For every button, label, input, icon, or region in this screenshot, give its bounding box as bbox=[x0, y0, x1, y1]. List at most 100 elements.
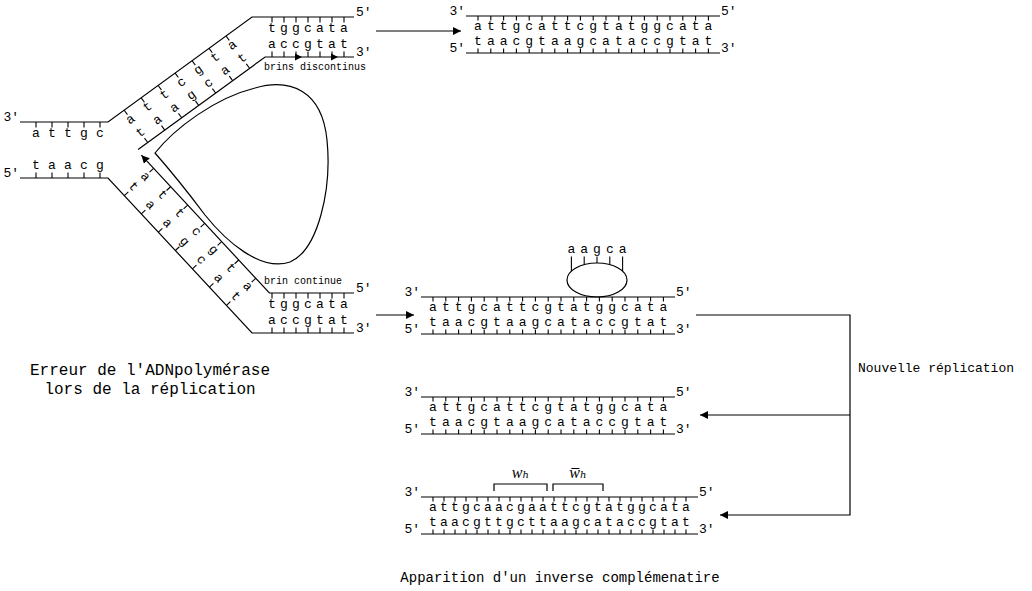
process-label: Nouvelle réplication bbox=[858, 361, 1014, 376]
base-tick bbox=[637, 430, 638, 435]
base-tick bbox=[618, 49, 619, 54]
base-tick bbox=[458, 330, 459, 335]
base-tick bbox=[445, 330, 446, 335]
base-tick bbox=[695, 49, 696, 54]
base-tick bbox=[484, 430, 485, 435]
base-tick bbox=[35, 173, 36, 179]
base-sequence: taacgttgcttaagcataccgtat bbox=[429, 516, 693, 530]
base-sequence: accgtat bbox=[268, 38, 352, 52]
base-tick bbox=[454, 530, 455, 535]
base-tick bbox=[271, 328, 272, 334]
base-sequence: attcgta bbox=[137, 169, 266, 307]
base-tick bbox=[619, 530, 620, 535]
base-tick bbox=[685, 530, 686, 535]
base-tick bbox=[560, 330, 561, 335]
base-tick bbox=[586, 330, 587, 335]
base-tick bbox=[573, 430, 574, 435]
base-tick bbox=[612, 430, 613, 435]
base-tick bbox=[195, 101, 198, 105]
base-tick bbox=[657, 49, 658, 54]
base-tick bbox=[535, 330, 536, 335]
base-tick bbox=[663, 530, 664, 535]
strand-end: 5' bbox=[356, 6, 372, 20]
base-sequence: taagcat bbox=[125, 180, 254, 318]
base-tick bbox=[624, 330, 625, 335]
base-tick bbox=[331, 52, 332, 58]
base-tick bbox=[178, 113, 181, 117]
base-tick bbox=[432, 530, 433, 535]
base-sequence: attgcattcgtatggcata bbox=[429, 301, 672, 315]
base-sequence: aagca bbox=[567, 243, 631, 257]
base-tick bbox=[567, 49, 568, 54]
base-sequence: tggcata bbox=[268, 298, 352, 312]
base-tick bbox=[331, 328, 332, 334]
strand-end: 5' bbox=[3, 167, 19, 181]
base-tick bbox=[458, 430, 459, 435]
base-tick bbox=[531, 530, 532, 535]
base-sequence: attgcattcgtatggcata bbox=[474, 20, 717, 34]
base-tick bbox=[682, 49, 683, 54]
base-sequence: taacgtaagcataccgtat bbox=[474, 35, 717, 49]
figure-caption: Apparition d'un inverse complémenatire bbox=[400, 570, 719, 586]
base-tick bbox=[343, 52, 344, 58]
base-tick bbox=[83, 173, 84, 179]
base-tick bbox=[295, 328, 296, 334]
base-tick bbox=[307, 52, 308, 58]
base-tick bbox=[229, 76, 232, 80]
dna-backbone bbox=[20, 178, 354, 333]
base-tick bbox=[529, 49, 530, 54]
base-sequence: attgcaacgaattcgtatggcata bbox=[429, 501, 693, 515]
base-tick bbox=[650, 430, 651, 435]
base-sequence: attgc bbox=[32, 127, 112, 141]
base-tick bbox=[663, 430, 664, 435]
base-tick bbox=[145, 138, 148, 142]
strand-end: 5' bbox=[676, 386, 692, 400]
base-tick bbox=[586, 430, 587, 435]
strand-end: 5' bbox=[356, 282, 372, 296]
base-tick bbox=[432, 330, 433, 335]
dna-backbone bbox=[421, 533, 698, 534]
base-tick bbox=[535, 430, 536, 435]
base-tick bbox=[271, 52, 272, 58]
base-tick bbox=[644, 49, 645, 54]
base-sequence: taacg bbox=[32, 159, 112, 173]
base-tick bbox=[520, 530, 521, 535]
base-tick bbox=[484, 330, 485, 335]
strand-end: 5' bbox=[699, 486, 715, 500]
base-tick bbox=[319, 328, 320, 334]
base-sequence: tggcata bbox=[268, 22, 352, 36]
base-tick bbox=[663, 330, 664, 335]
base-sequence: taacgtaagcataccgtat bbox=[429, 416, 672, 430]
base-tick bbox=[554, 49, 555, 54]
base-tick bbox=[650, 330, 651, 335]
base-tick bbox=[471, 330, 472, 335]
sequence-label: w̅ₕ bbox=[569, 463, 587, 482]
base-tick bbox=[487, 530, 488, 535]
arrow bbox=[376, 30, 461, 31]
base-tick bbox=[708, 49, 709, 54]
base-tick bbox=[609, 257, 610, 265]
base-tick bbox=[99, 173, 100, 179]
base-tick bbox=[652, 530, 653, 535]
base-tick bbox=[490, 49, 491, 54]
base-tick bbox=[307, 328, 308, 334]
strand-end: 5' bbox=[404, 523, 420, 537]
base-tick bbox=[343, 328, 344, 334]
base-tick bbox=[212, 89, 215, 93]
base-tick bbox=[553, 530, 554, 535]
strand-end: 5' bbox=[676, 286, 692, 300]
base-tick bbox=[319, 52, 320, 58]
strand-end: 3' bbox=[699, 523, 715, 537]
base-tick bbox=[593, 49, 594, 54]
base-tick bbox=[443, 530, 444, 535]
base-tick bbox=[586, 530, 587, 535]
strand-end: 3' bbox=[404, 386, 420, 400]
strand-end: 5' bbox=[404, 323, 420, 337]
strand-end: 3' bbox=[676, 323, 692, 337]
base-tick bbox=[476, 530, 477, 535]
base-tick bbox=[674, 530, 675, 535]
base-sequence: taacgtaagcataccgtat bbox=[429, 316, 672, 330]
base-tick bbox=[608, 530, 609, 535]
base-tick bbox=[509, 530, 510, 535]
base-tick bbox=[622, 257, 623, 272]
